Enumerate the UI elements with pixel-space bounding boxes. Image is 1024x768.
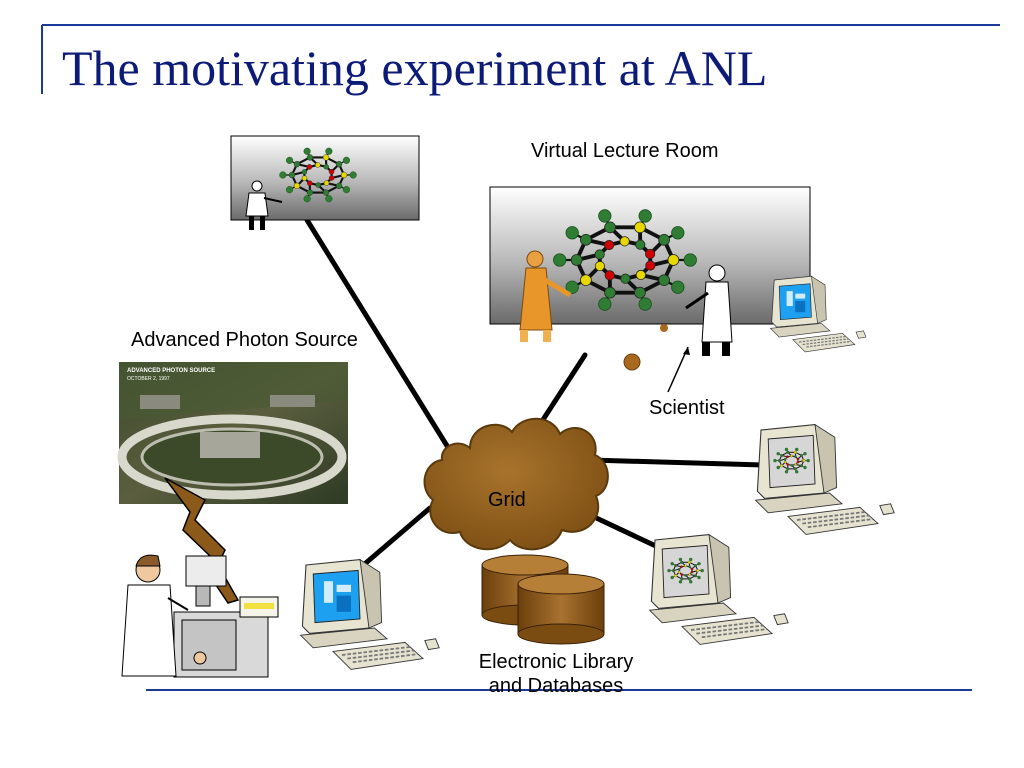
lab-scientist-with-instrument xyxy=(121,554,279,678)
molecule-atoms xyxy=(553,209,697,311)
photo-heading: ADVANCED PHOTON SOURCE xyxy=(127,368,215,374)
slide-title: The motivating experiment at ANL xyxy=(62,40,768,96)
molecule-atoms xyxy=(667,557,704,584)
molecule-small xyxy=(279,147,357,203)
virtual-lecture-room-screen xyxy=(489,186,811,371)
monitor-screen xyxy=(661,544,710,599)
molecule-atoms xyxy=(279,147,357,203)
workstation-molecule-bottom xyxy=(648,533,789,645)
presenter-figure xyxy=(519,250,572,342)
monitor-screen xyxy=(767,434,816,489)
database-cylinders xyxy=(481,554,605,645)
remote-presentation-screen xyxy=(230,135,420,230)
database-front xyxy=(517,573,605,645)
workstation-bottom-left xyxy=(299,558,440,670)
grid-label: Grid xyxy=(488,489,526,511)
scientist-figure-small xyxy=(245,180,283,230)
advanced-photon-source-photo: ADVANCED PHOTON SOURCE OCTOBER 2, 1997 xyxy=(117,362,348,504)
scientist-pointer-arrow xyxy=(667,346,690,393)
photo-subheading: OCTOBER 2, 1997 xyxy=(127,376,170,382)
molecule-atoms xyxy=(773,447,810,474)
electronic-library-label-line1: Electronic Library xyxy=(478,651,634,673)
electronic-library-label: Electronic Library and Databases xyxy=(446,650,666,698)
workstation-top-right xyxy=(769,275,867,353)
workstation-molecule-right xyxy=(754,423,895,535)
grid-cloud xyxy=(423,417,609,551)
advanced-photon-source-label: Advanced Photon Source xyxy=(131,329,358,351)
scientist-figure xyxy=(685,264,733,356)
scientist-label: Scientist xyxy=(649,397,725,419)
molecule-large xyxy=(553,209,697,311)
grid-connections xyxy=(304,217,768,571)
thought-bubble-small xyxy=(660,324,668,332)
electronic-library-label-line2: and Databases xyxy=(488,675,624,697)
virtual-lecture-room-label: Virtual Lecture Room xyxy=(531,140,719,162)
thought-bubble-large xyxy=(623,353,641,371)
